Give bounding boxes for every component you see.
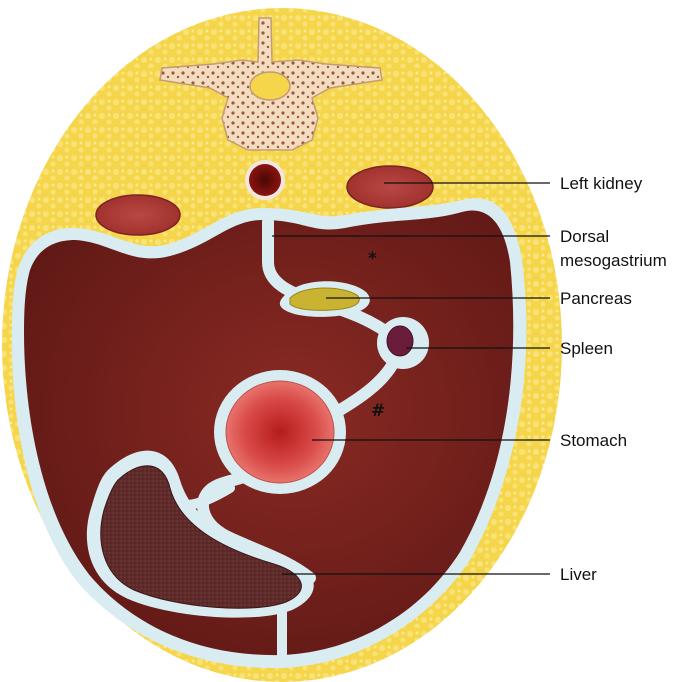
vertebra-icon: [159, 17, 383, 151]
label-liver: Liver: [560, 565, 597, 584]
stomach: [225, 380, 335, 484]
asterisk-marker: *: [368, 249, 377, 269]
label-left-kidney: Left kidney: [560, 174, 643, 193]
lesser-omentum: [181, 483, 235, 510]
label-dorsal-line1: Dorsal: [560, 227, 609, 246]
pancreas: [289, 287, 360, 311]
left-kidney: [346, 165, 434, 209]
right-kidney: [95, 194, 181, 236]
hash-marker: #: [371, 401, 385, 421]
aorta-icon: [245, 160, 285, 200]
label-stomach: Stomach: [560, 431, 627, 450]
liver: [100, 465, 302, 609]
label-pancreas: Pancreas: [560, 289, 632, 308]
spleen: [386, 325, 414, 357]
label-dorsal-line2: mesogastrium: [560, 251, 667, 270]
label-spleen: Spleen: [560, 339, 613, 358]
